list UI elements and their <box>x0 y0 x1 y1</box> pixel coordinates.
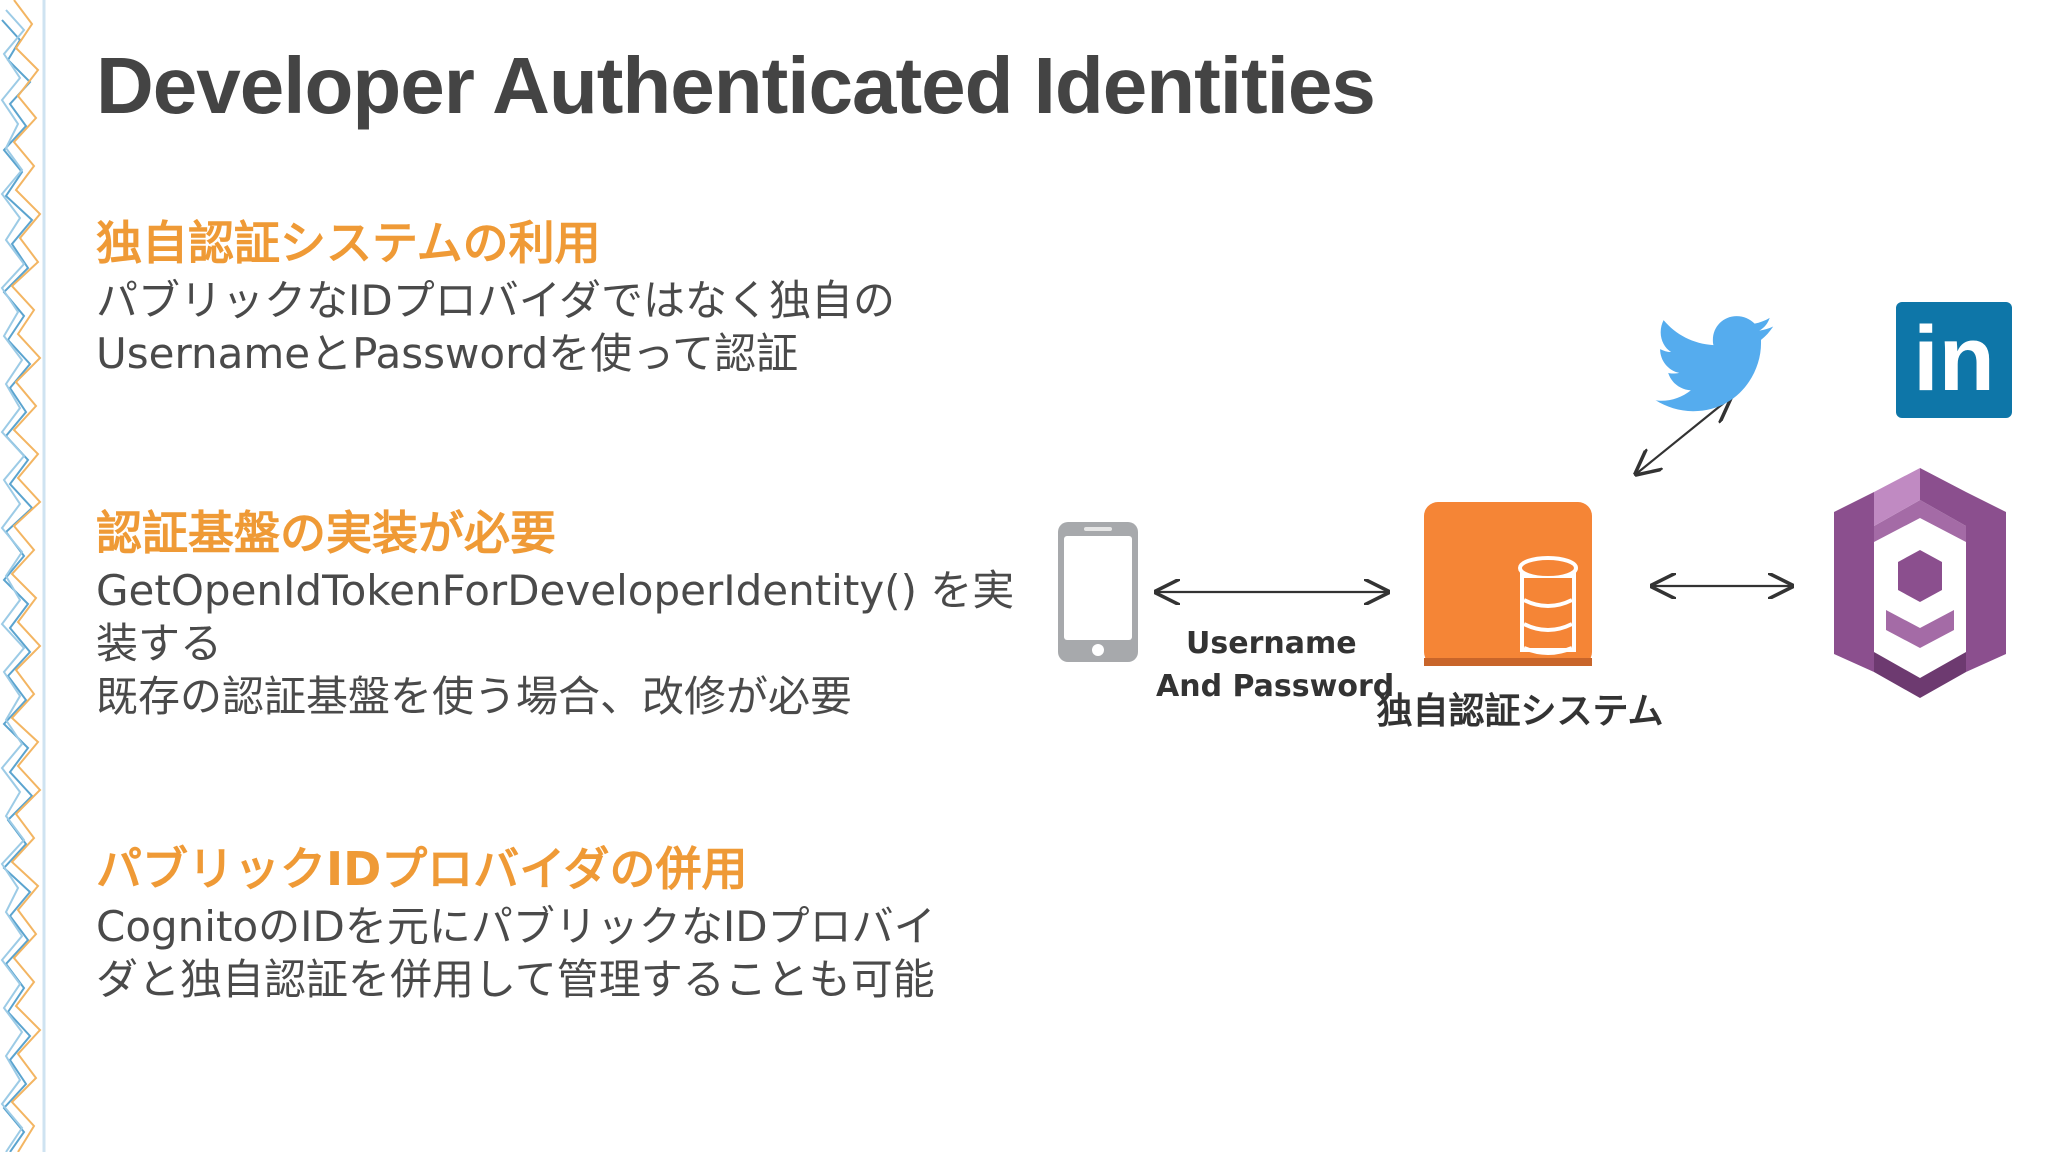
arrow-label-username: Username <box>1186 626 1357 661</box>
section-heading: 独自認証システムの利用 <box>96 216 601 270</box>
section-body-line: 既存の認証基盤を使う場合、改修が必要 <box>96 672 853 721</box>
section-body-line: CognitoのIDを元にパブリックなIDプロバイ <box>96 902 936 951</box>
section-body-line: パブリックなIDプロバイダではなく独自の <box>96 276 896 325</box>
auth-system-label: 独自認証システム <box>1376 691 1664 732</box>
auth-flow-diagram: in <box>1058 302 2012 698</box>
twitter-icon <box>1655 316 1774 412</box>
section-body-line: GetOpenIdTokenForDeveloperIdentity() を実 <box>96 566 1015 615</box>
section-own-auth-system: 独自認証システムの利用 パブリックなIDプロバイダではなく独自の Usernam… <box>96 212 1036 380</box>
cognito-icon <box>1834 468 2006 698</box>
section-auth-infra-required: 認証基盤の実装が必要 GetOpenIdTokenForDeveloperIde… <box>96 502 1036 723</box>
section-body-line: ダと独自認証を併用して管理することも可能 <box>96 955 935 1004</box>
mobile-phone-icon <box>1058 522 1138 662</box>
linkedin-icon: in <box>1896 302 2012 418</box>
section-body-line: 装する <box>96 619 223 668</box>
section-body: パブリックなIDプロバイダではなく独自の UsernameとPasswordを使… <box>96 274 1036 380</box>
section-body: CognitoのIDを元にパブリックなIDプロバイ ダと独自認証を併用して管理す… <box>96 900 1036 1006</box>
auth-idp-arrow <box>1636 398 1730 474</box>
section-public-idp-combined: パブリックIDプロバイダの併用 CognitoのIDを元にパブリックなIDプロバ… <box>96 838 1036 1006</box>
decorative-strip <box>0 0 46 1152</box>
linkedin-logo-text: in <box>1913 308 1995 410</box>
section-body: GetOpenIdTokenForDeveloperIdentity() を実 … <box>96 564 1036 723</box>
arrow-label-password: And Password <box>1156 669 1395 704</box>
section-heading: パブリックIDプロバイダの併用 <box>96 842 748 896</box>
section-heading: 認証基盤の実装が必要 <box>96 506 556 560</box>
slide-title: Developer Authenticated Identities <box>96 41 1376 130</box>
auth-server-icon <box>1424 502 1592 666</box>
section-body-line: UsernameとPasswordを使って認証 <box>96 329 799 378</box>
